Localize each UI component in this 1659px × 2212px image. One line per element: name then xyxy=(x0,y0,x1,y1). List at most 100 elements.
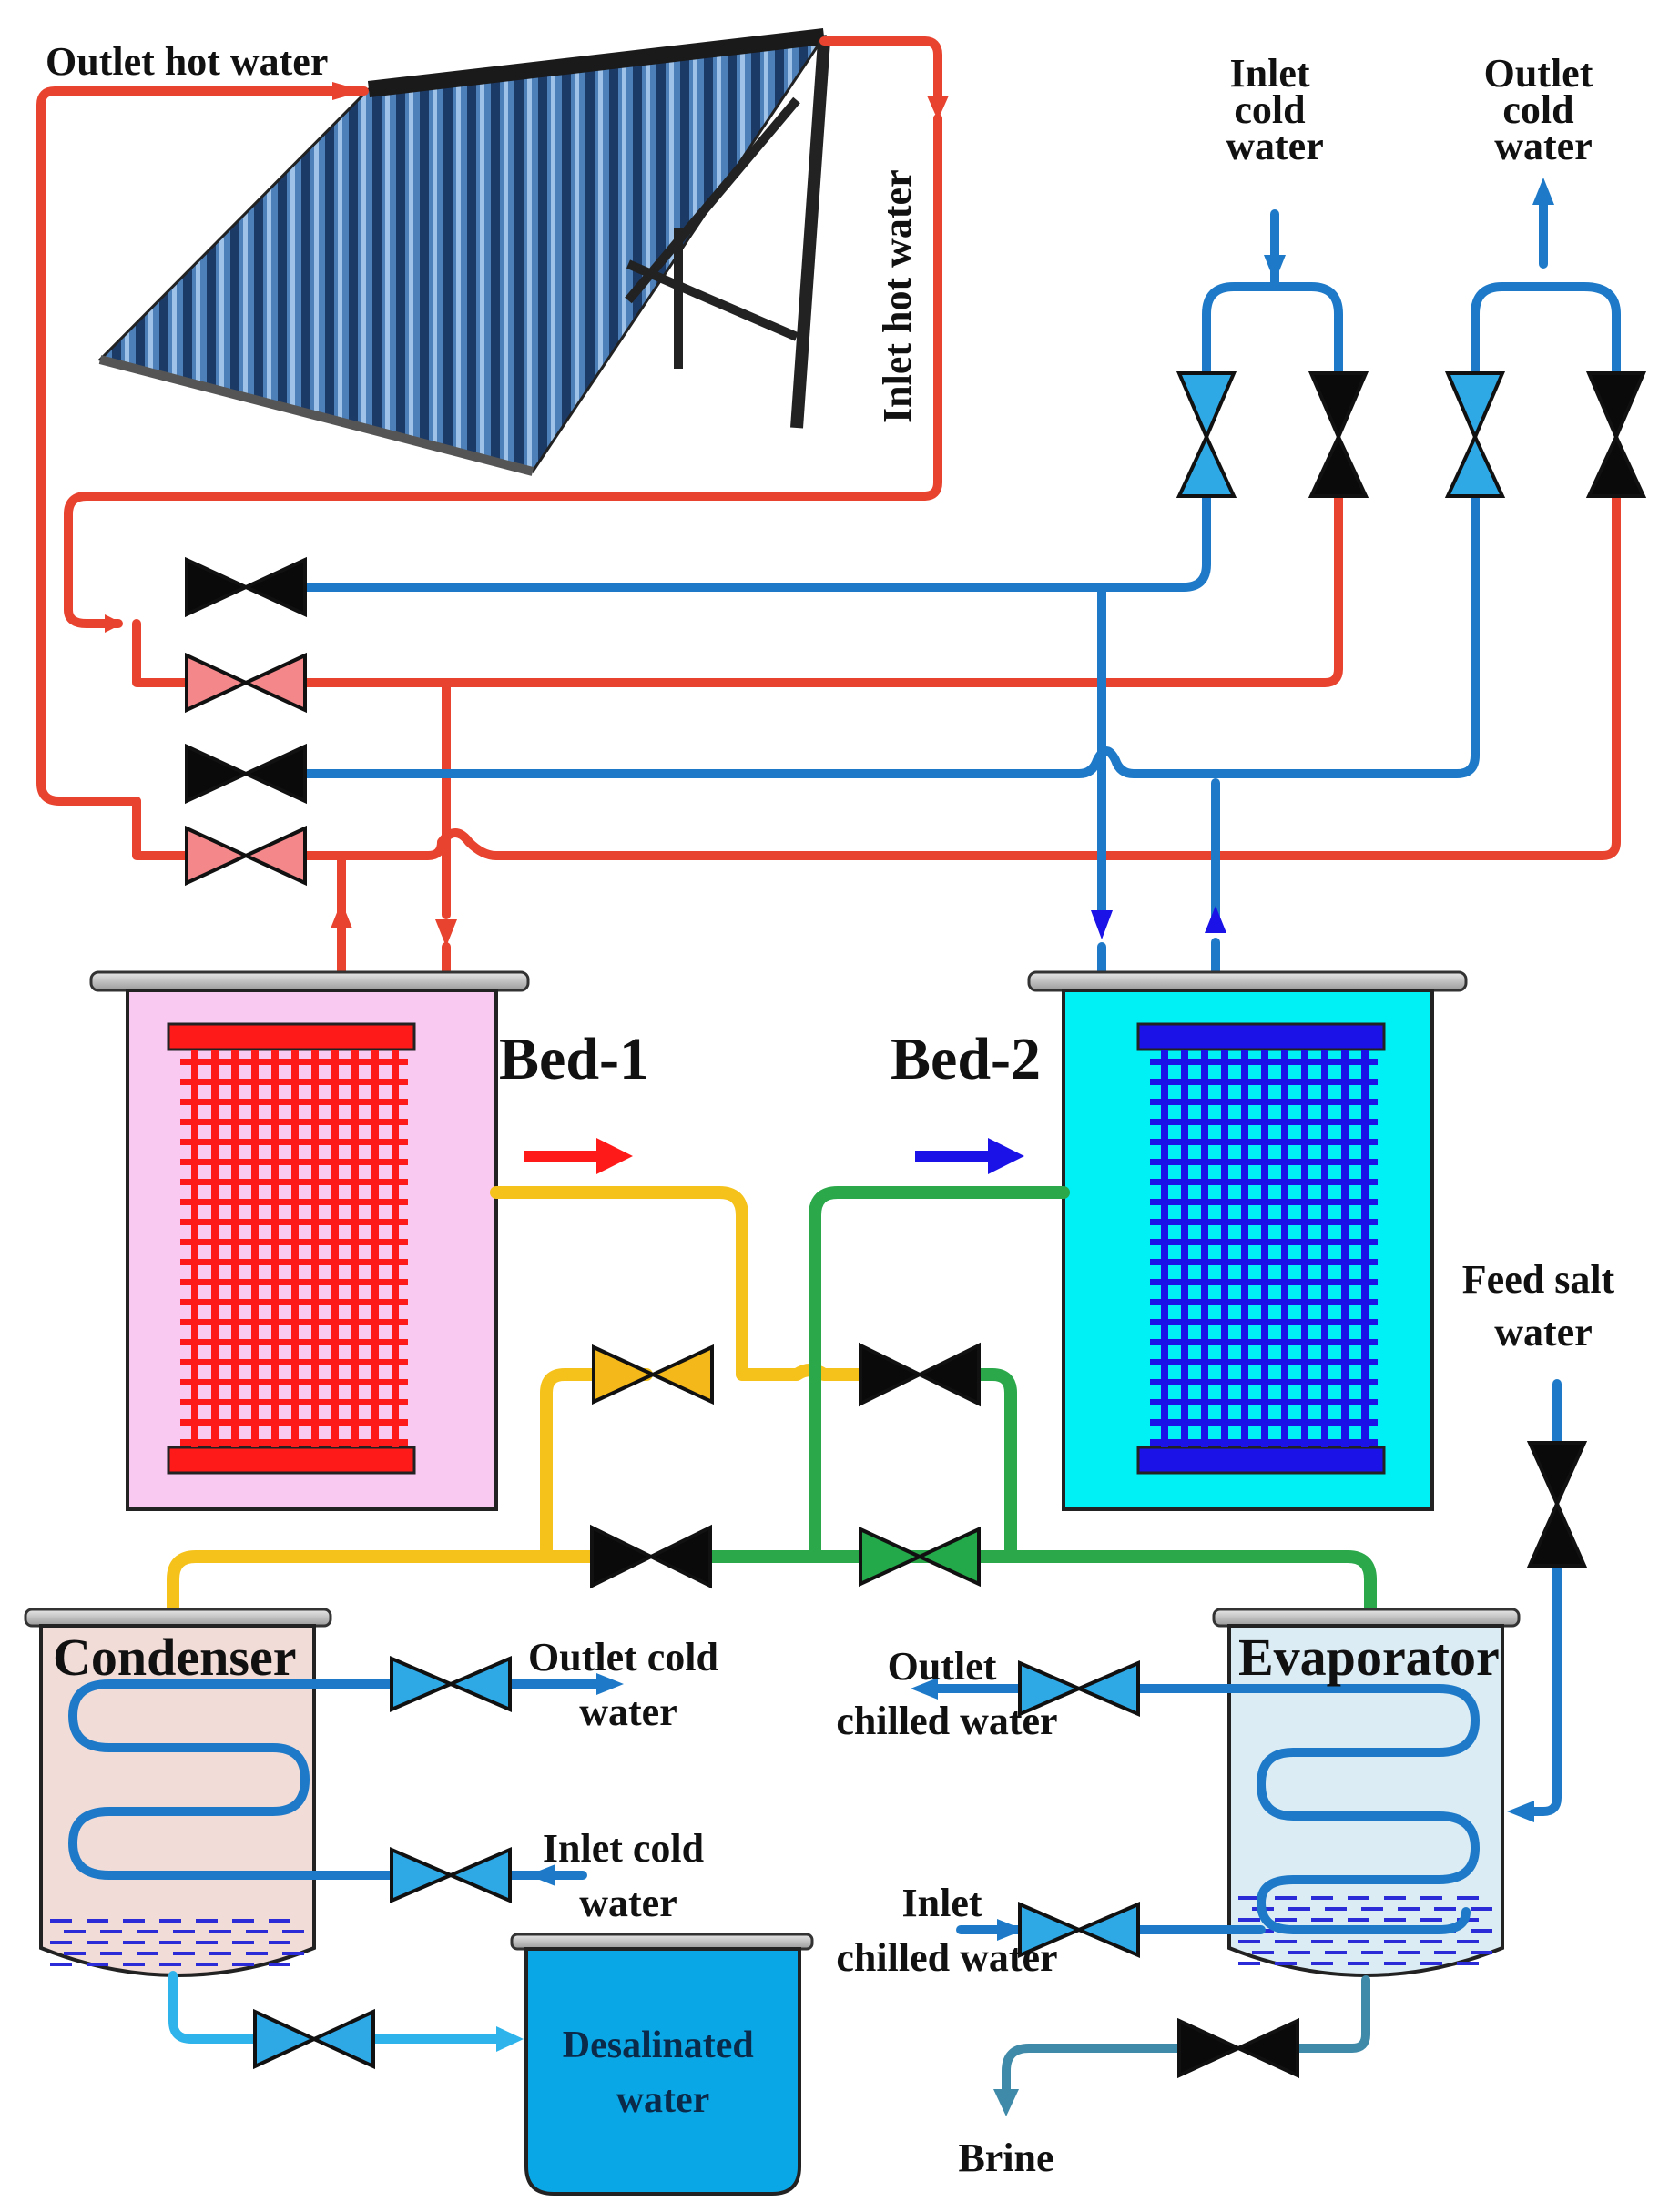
flow-arrow-icon xyxy=(524,1138,1024,1174)
hx-tube xyxy=(1241,1050,1248,1447)
valve-icon[interactable] xyxy=(590,1524,712,1589)
heat-exchanger-icon xyxy=(1136,1022,1386,1475)
hx-tube xyxy=(371,1050,379,1447)
solar-collector-icon xyxy=(97,28,830,476)
label-brine: Brine xyxy=(958,2136,1053,2180)
hx-fin xyxy=(1150,1299,1378,1305)
feed-salt-water-pipe xyxy=(1521,1379,1562,1816)
flow-arrow-icon xyxy=(993,2089,1019,2116)
hx-tube xyxy=(1321,1050,1328,1447)
hx-fin xyxy=(1150,1359,1378,1365)
flow-arrow-icon xyxy=(528,1673,624,1886)
vapor-pipes-green xyxy=(704,1186,1377,1627)
valve-icon[interactable] xyxy=(1444,371,1506,498)
hx-fin xyxy=(1150,1399,1378,1405)
hx-fin xyxy=(180,1419,408,1426)
hx-fin xyxy=(1150,1339,1378,1345)
desalinated-water-tank xyxy=(510,1933,814,2196)
label-inlet-cold-water-condenser: Inlet cold water xyxy=(543,1826,714,1925)
hx-tube xyxy=(1261,1050,1268,1447)
hx-fin xyxy=(1150,1159,1378,1165)
label-feed-salt-water: Feed salt water xyxy=(1462,1257,1624,1355)
hx-tube xyxy=(1221,1050,1228,1447)
hx-fin xyxy=(180,1079,408,1085)
hx-tube xyxy=(191,1050,198,1447)
hx-fin xyxy=(180,1059,408,1065)
label-outlet-cold-water-top: Outlet cold water xyxy=(1484,51,1603,168)
hx-tube xyxy=(271,1050,279,1447)
hx-fin xyxy=(1150,1259,1378,1265)
hx-fin xyxy=(180,1159,408,1165)
valve-icon[interactable] xyxy=(1018,1901,1140,1959)
hx-tube xyxy=(1341,1050,1349,1447)
valve-icon[interactable] xyxy=(185,556,307,618)
valve-icon[interactable] xyxy=(859,1342,981,1407)
valve-icon[interactable] xyxy=(185,652,307,714)
hx-tube xyxy=(1161,1050,1168,1447)
flow-arrow-icon xyxy=(911,1678,1024,1941)
valve-icon[interactable] xyxy=(1308,371,1369,498)
hx-tube xyxy=(1361,1050,1369,1447)
label-inlet-cold-water-top: Inlet cold water xyxy=(1226,51,1324,168)
hx-fin xyxy=(180,1379,408,1385)
hx-fin xyxy=(180,1239,408,1245)
hx-tube xyxy=(331,1050,339,1447)
hx-fin xyxy=(180,1319,408,1325)
hx-fin xyxy=(180,1139,408,1145)
hx-fin xyxy=(1150,1079,1378,1085)
hx-fin xyxy=(180,1439,408,1446)
hx-fin xyxy=(1150,1319,1378,1325)
hx-fin xyxy=(180,1199,408,1205)
hx-fin xyxy=(1150,1419,1378,1426)
label-inlet-chilled-water: Inlet chilled water xyxy=(836,1881,1057,1980)
valve-icon[interactable] xyxy=(1526,1441,1588,1568)
valve-icon[interactable] xyxy=(185,825,307,887)
hx-fin xyxy=(1150,1199,1378,1205)
hx-fin xyxy=(180,1399,408,1405)
hx-fin xyxy=(180,1259,408,1265)
valve-icon[interactable] xyxy=(390,1655,512,1713)
hx-fin xyxy=(1150,1099,1378,1105)
flow-arrow-icon xyxy=(496,2026,524,2052)
hx-fin xyxy=(180,1179,408,1185)
valve-icon[interactable] xyxy=(1176,371,1237,498)
valve-icon[interactable] xyxy=(1018,1659,1140,1718)
condenser-vessel xyxy=(24,1608,332,1977)
hx-tube xyxy=(1281,1050,1288,1447)
hx-tube xyxy=(1301,1050,1308,1447)
hx-fin xyxy=(1150,1379,1378,1385)
valve-icon[interactable] xyxy=(253,2008,375,2070)
hx-fin xyxy=(180,1279,408,1285)
valve-icon[interactable] xyxy=(390,1846,512,1904)
flow-arrow-icon xyxy=(1091,906,1226,939)
valve-icon[interactable] xyxy=(592,1344,714,1405)
hx-tube xyxy=(211,1050,219,1447)
hx-fin xyxy=(1150,1059,1378,1065)
hx-fin xyxy=(1150,1239,1378,1245)
label-evaporator: Evaporator xyxy=(1238,1628,1500,1687)
hx-fin xyxy=(180,1299,408,1305)
valve-icon[interactable] xyxy=(1177,2017,1299,2079)
hx-fin xyxy=(1150,1439,1378,1446)
label-outlet-hot-water: Outlet hot water xyxy=(46,39,328,84)
hx-tube xyxy=(311,1050,319,1447)
desalinated-pipe xyxy=(168,1971,510,2044)
hx-tube xyxy=(231,1050,239,1447)
hx-fin xyxy=(1150,1179,1378,1185)
flow-arrow-icon xyxy=(1507,1801,1534,1822)
evaporator-vessel xyxy=(1212,1608,1521,1977)
hx-fin xyxy=(1150,1279,1378,1285)
label-condenser: Condenser xyxy=(53,1628,296,1687)
hx-tube xyxy=(351,1050,359,1447)
heat-exchanger-icon xyxy=(167,1022,416,1475)
hx-fin xyxy=(1150,1219,1378,1225)
valve-icon[interactable] xyxy=(185,743,307,805)
label-bed-1: Bed-1 xyxy=(499,1026,649,1092)
valve-icon[interactable] xyxy=(859,1526,981,1588)
hx-tube xyxy=(392,1050,399,1447)
hx-tube xyxy=(251,1050,259,1447)
valve-icon[interactable] xyxy=(1585,371,1647,498)
hx-fin xyxy=(180,1119,408,1125)
hx-tube xyxy=(1181,1050,1188,1447)
label-desalinated-water: Desalinated water xyxy=(563,2024,764,2121)
